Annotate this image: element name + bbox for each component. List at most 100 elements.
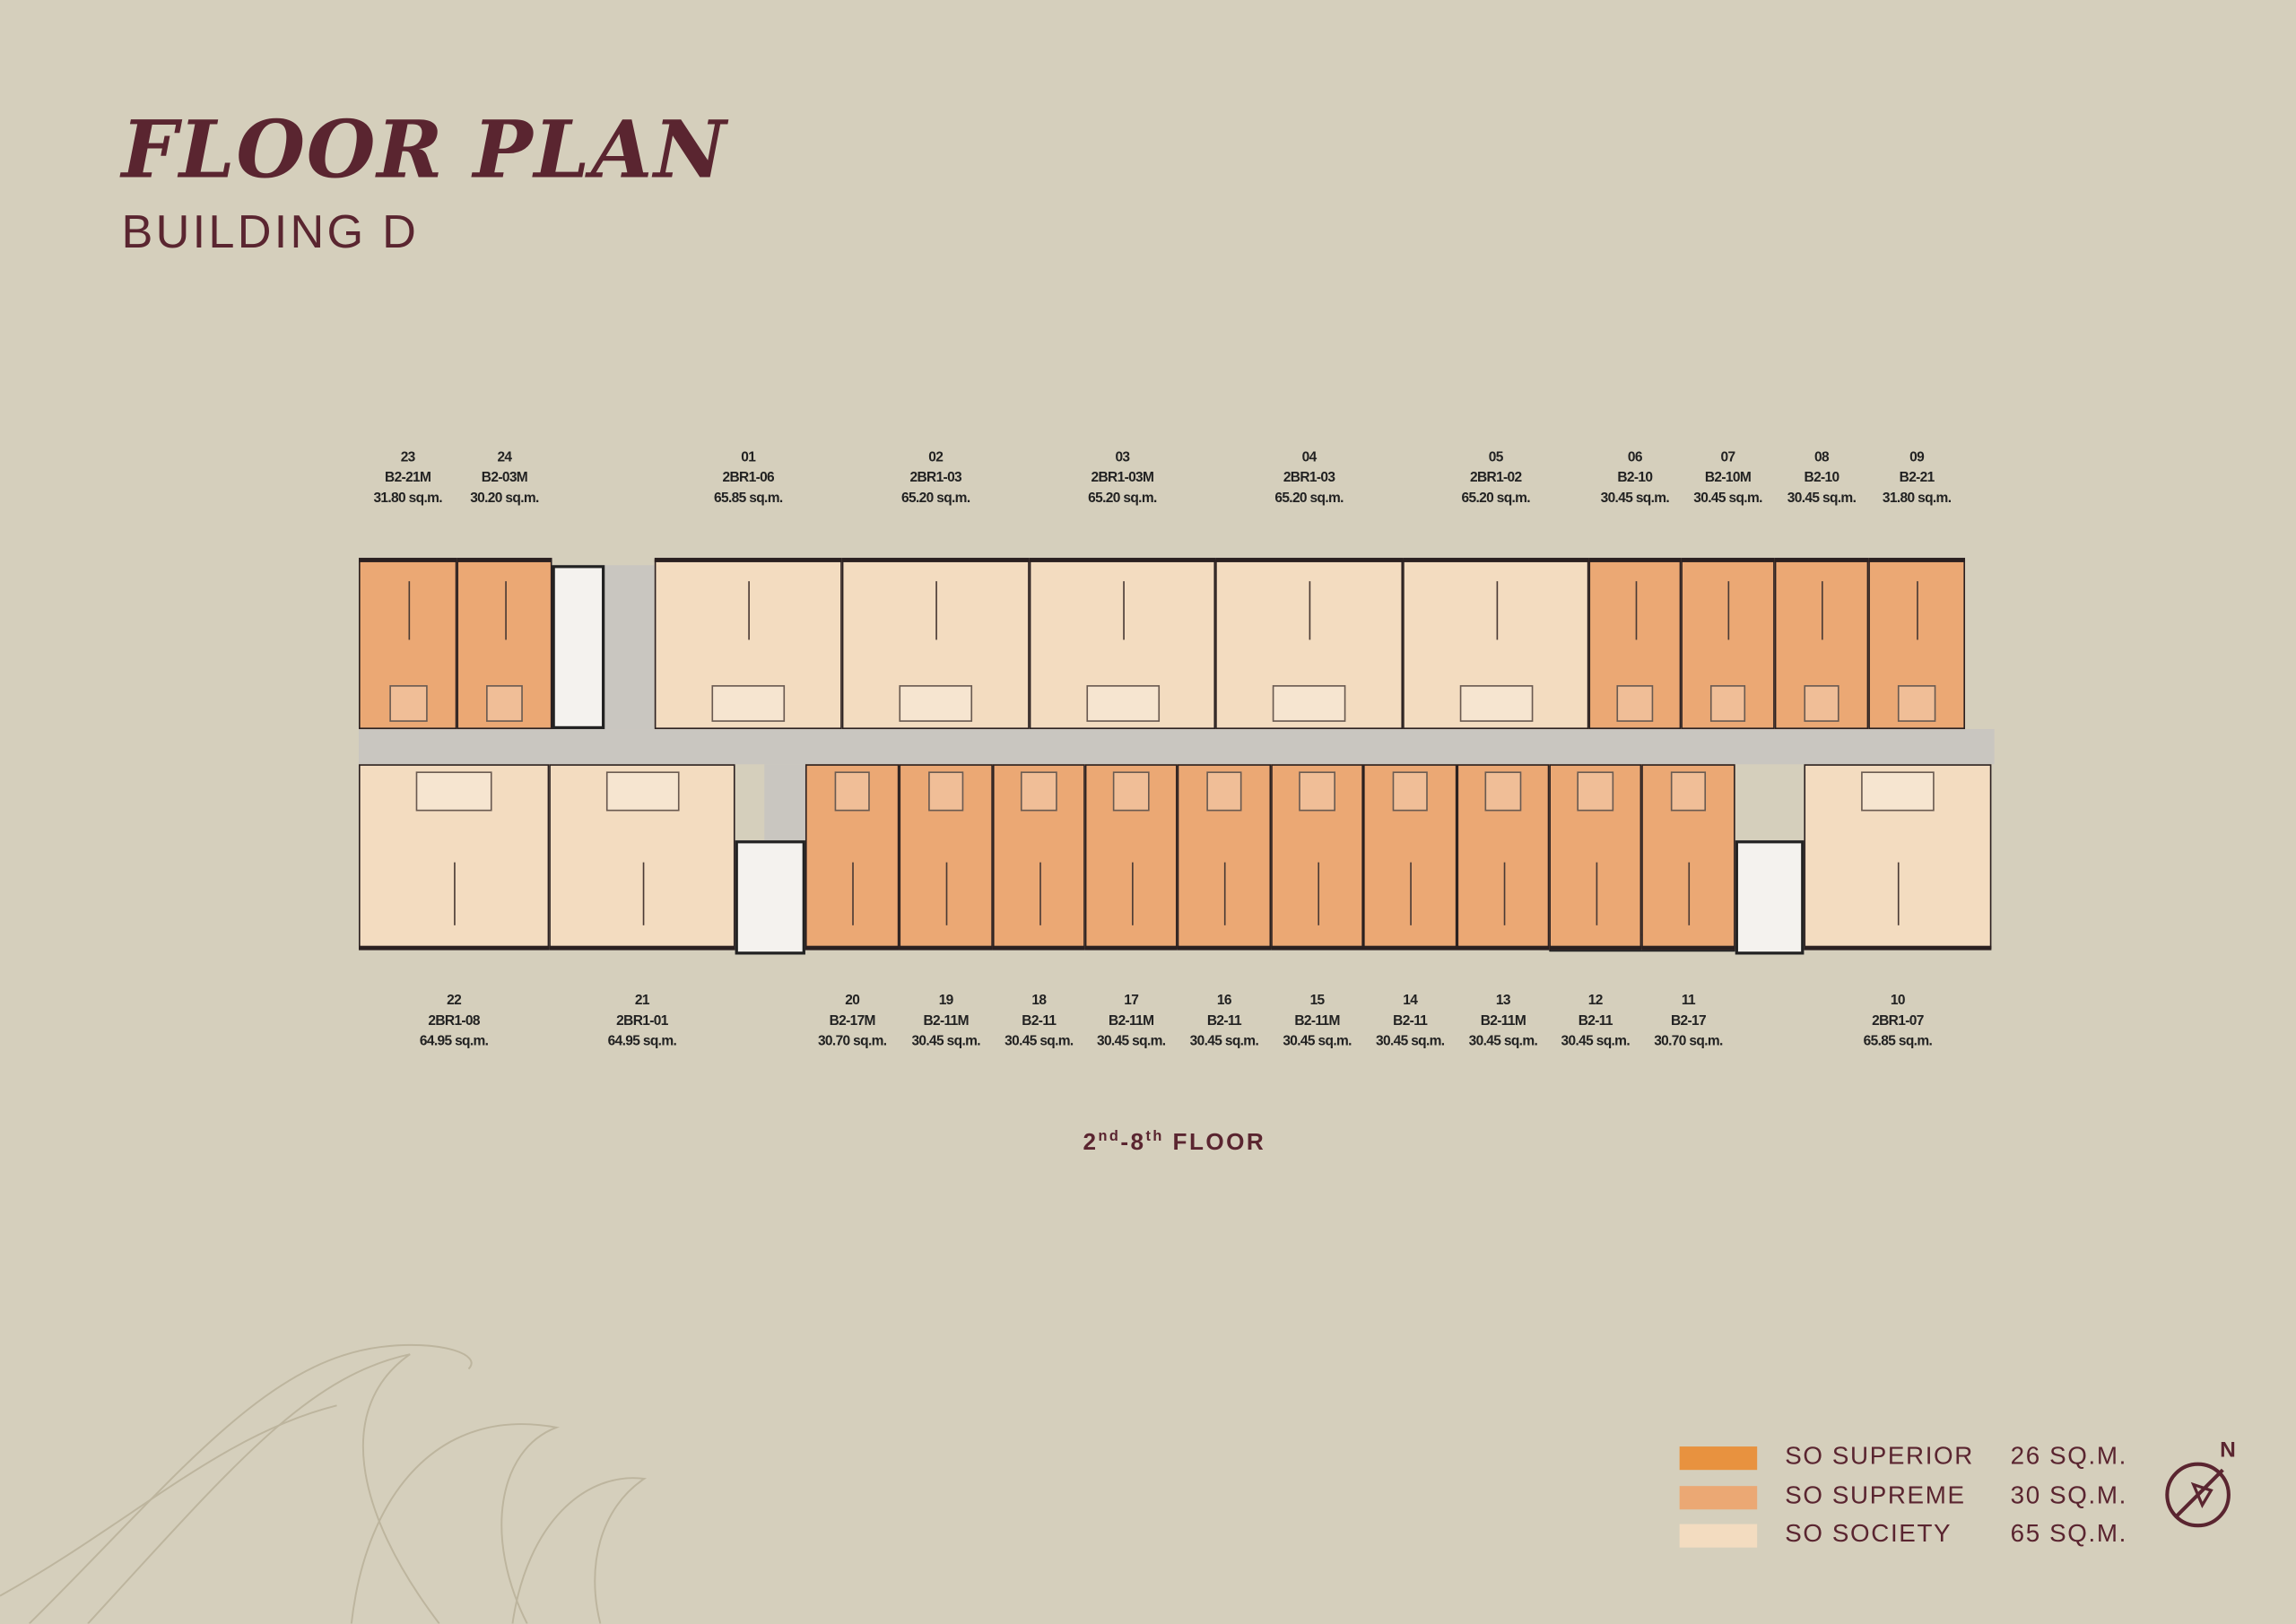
unit-type: B2-03M xyxy=(481,470,528,487)
unit-no: 20 xyxy=(845,992,860,1009)
unit-type: B2-11 xyxy=(1022,1012,1057,1029)
exterior-wall xyxy=(804,945,900,951)
unit-13[interactable] xyxy=(1457,764,1550,951)
bathroom xyxy=(1616,684,1653,722)
bathroom xyxy=(1085,684,1160,722)
bathroom xyxy=(605,771,679,812)
unit-22[interactable] xyxy=(358,764,550,951)
unit-03[interactable] xyxy=(1029,558,1216,730)
unit-no: 04 xyxy=(1301,449,1318,466)
unit-area: 64.95 sq.m. xyxy=(419,1033,489,1050)
exterior-wall xyxy=(1868,558,1966,562)
unit-type: B2-17M xyxy=(829,1012,876,1029)
bathroom xyxy=(416,771,491,812)
bathroom xyxy=(1577,771,1613,812)
unit-area: 30.45 sq.m. xyxy=(911,1033,980,1050)
bathroom xyxy=(927,771,964,812)
unit-no: 13 xyxy=(1495,992,1511,1009)
unit-06[interactable] xyxy=(1588,558,1682,730)
unit-area: 30.45 sq.m. xyxy=(1096,1033,1166,1050)
unit-10[interactable] xyxy=(1804,764,1992,951)
unit-18[interactable] xyxy=(992,764,1085,951)
unit-no: 23 xyxy=(400,449,416,466)
unit-area: 30.45 sq.m. xyxy=(1283,1033,1352,1050)
unit-no: 10 xyxy=(1890,992,1906,1009)
bathroom xyxy=(1458,684,1533,722)
unit-12[interactable] xyxy=(1549,764,1642,951)
unit-01[interactable] xyxy=(654,558,842,730)
interior-wall xyxy=(407,580,410,639)
stair-core-east xyxy=(1735,840,1805,955)
north-label: N xyxy=(2220,1437,2236,1463)
interior-wall xyxy=(1122,580,1125,639)
exterior-wall xyxy=(457,558,552,562)
bathroom xyxy=(1898,684,1936,722)
unit-type: B2-11M xyxy=(1294,1012,1340,1029)
unit-09[interactable] xyxy=(1868,558,1966,730)
exterior-wall xyxy=(1362,945,1457,951)
interior-wall xyxy=(1317,862,1319,926)
exterior-wall xyxy=(899,945,993,951)
unit-15[interactable] xyxy=(1271,764,1363,951)
unit-08[interactable] xyxy=(1774,558,1869,730)
unit-23[interactable] xyxy=(358,558,457,730)
unit-no: 07 xyxy=(1720,449,1736,466)
unit-no: 21 xyxy=(634,992,650,1009)
unit-no: 05 xyxy=(1488,449,1504,466)
unit-no: 15 xyxy=(1309,992,1326,1009)
unit-type: B2-11M xyxy=(1480,1012,1526,1029)
unit-04[interactable] xyxy=(1215,558,1404,730)
unit-no: 01 xyxy=(741,449,756,466)
unit-21[interactable] xyxy=(549,764,735,951)
bathroom xyxy=(1391,771,1429,812)
exterior-wall xyxy=(1681,558,1775,562)
unit-type: B2-21M xyxy=(385,470,431,487)
unit-16[interactable] xyxy=(1177,764,1272,951)
unit-20[interactable] xyxy=(804,764,900,951)
unit-type: B2-17 xyxy=(1670,1012,1707,1029)
interior-wall xyxy=(1502,862,1505,926)
unit-02[interactable] xyxy=(841,558,1030,730)
unit-17[interactable] xyxy=(1084,764,1178,951)
bathroom xyxy=(1484,771,1521,812)
interior-wall xyxy=(1917,580,1918,639)
floor-label: 2nd-8th FLOOR xyxy=(1083,1128,1266,1156)
unit-type: B2-10M xyxy=(1704,470,1752,487)
unit-24[interactable] xyxy=(457,558,552,730)
unit-11[interactable] xyxy=(1641,764,1735,951)
bathroom xyxy=(1021,771,1057,812)
interior-wall xyxy=(1410,862,1412,926)
unit-no: 14 xyxy=(1403,992,1418,1009)
unit-19[interactable] xyxy=(899,764,993,951)
interior-wall xyxy=(1495,580,1498,639)
unit-no: 03 xyxy=(1115,449,1130,466)
building-subtitle: BUILDING D xyxy=(121,204,420,258)
unit-area: 65.85 sq.m. xyxy=(714,490,783,507)
bathroom xyxy=(1709,684,1746,722)
interior-wall xyxy=(1131,862,1133,926)
bathroom xyxy=(899,684,973,722)
unit-07[interactable] xyxy=(1681,558,1775,730)
exterior-wall xyxy=(992,945,1085,951)
unit-area: 65.20 sq.m. xyxy=(1088,490,1157,507)
legend-size: 26 SQ.M. xyxy=(2010,1442,2127,1471)
unit-14[interactable] xyxy=(1362,764,1457,951)
unit-no: 12 xyxy=(1587,992,1604,1009)
unit-05[interactable] xyxy=(1403,558,1589,730)
interior-wall xyxy=(1634,580,1637,639)
exterior-wall xyxy=(841,558,1030,562)
